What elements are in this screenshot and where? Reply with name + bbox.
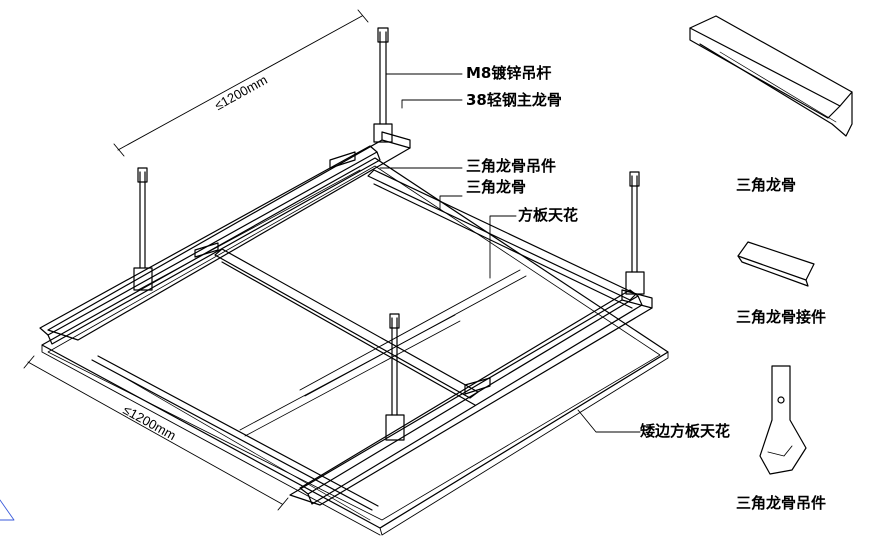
label-edge-panel: 矮边方板天花 <box>640 422 731 440</box>
legend-connector-icon <box>737 241 815 287</box>
legend-keel-caption: 三角龙骨 <box>736 176 797 194</box>
triangle-keels <box>39 145 643 505</box>
dimension-lines <box>23 9 369 511</box>
corner-mark-icon <box>0 499 15 521</box>
legend-hanger-icon <box>759 365 807 475</box>
label-main-keel: 38轻钢主龙骨 <box>466 91 562 109</box>
legend-connector-caption: 三角龙骨接件 <box>736 308 827 326</box>
legend-keel-icon <box>689 15 853 137</box>
ceiling-frame <box>41 157 669 536</box>
label-tri-hanger: 三角龙骨吊件 <box>466 157 557 175</box>
hanger-rods <box>133 27 645 441</box>
main-keel-rails <box>47 131 653 506</box>
leader-lines <box>379 73 641 433</box>
label-tri-keel: 三角龙骨 <box>466 178 527 196</box>
legend-hanger-caption: 三角龙骨吊件 <box>736 494 827 512</box>
label-square-panel: 方板天花 <box>518 206 579 224</box>
label-rod: M8镀锌吊杆 <box>466 64 552 82</box>
